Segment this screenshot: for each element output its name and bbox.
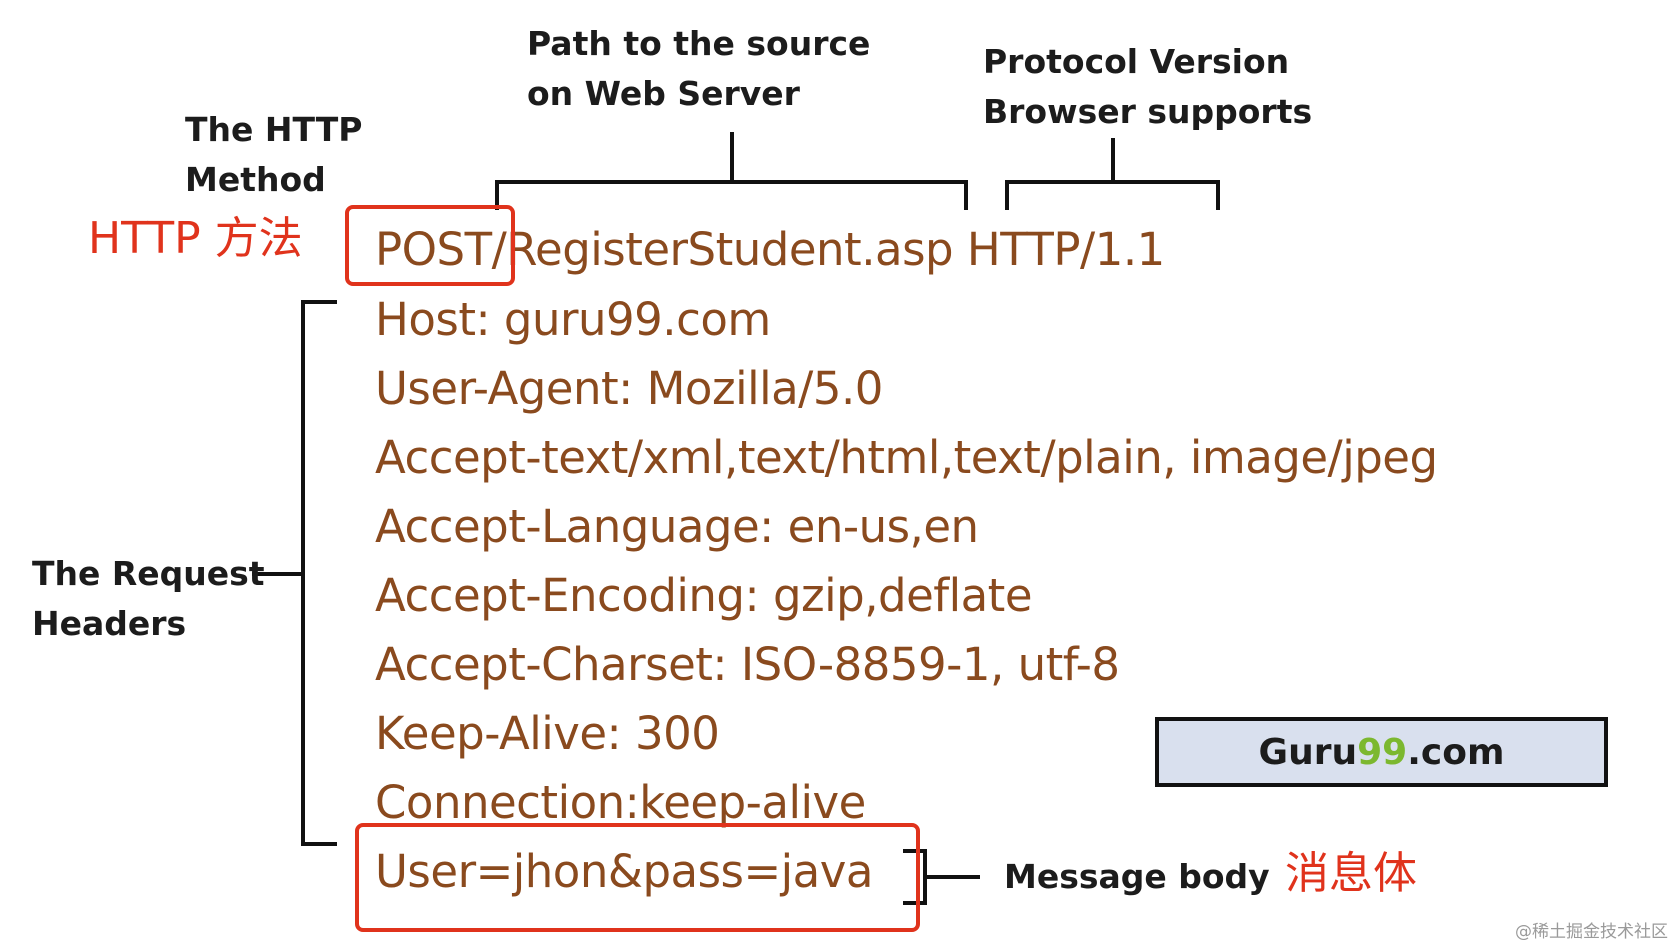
body-chinese-label: 消息体	[1285, 848, 1417, 899]
logo-suffix: .com	[1407, 731, 1505, 773]
header-line: Accept-Encoding: gzip,deflate	[375, 569, 1033, 622]
path-annotation: Path to the source on Web Server	[527, 19, 870, 119]
message-body: User=jhon&pass=java	[375, 845, 873, 898]
method-highlight-box	[345, 205, 515, 286]
path-bracket	[495, 132, 968, 210]
header-line: Accept-Charset: ISO-8859-1, utf-8	[375, 638, 1120, 691]
header-line: Connection:keep-alive	[375, 776, 866, 829]
headers-annotation: The Request Headers	[32, 549, 265, 649]
header-line: User-Agent: Mozilla/5.0	[375, 362, 883, 415]
headers-annotation-line-1: The Request	[32, 554, 265, 593]
request-method: POST	[375, 223, 492, 276]
watermark: @稀土掘金技术社区	[1515, 922, 1668, 942]
request-line: POST/RegisterStudent.asp HTTP/1.1	[375, 220, 1165, 280]
method-chinese-label: HTTP 方法	[88, 213, 303, 264]
header-line: Accept-text/xml,text/html,text/plain, im…	[375, 431, 1438, 484]
header-line: Keep-Alive: 300	[375, 707, 720, 760]
logo-number: 99	[1357, 731, 1408, 773]
headers-annotation-line-2: Headers	[32, 604, 187, 643]
headers-bracket	[292, 300, 337, 846]
header-line: Accept-Language: en-us,en	[375, 500, 979, 553]
protocol-annotation-line-2: Browser supports	[983, 92, 1313, 131]
logo-prefix: Guru	[1258, 731, 1358, 773]
request-protocol: HTTP/1.1	[966, 223, 1165, 276]
method-annotation: The HTTP Method	[185, 105, 362, 205]
body-highlight-box	[355, 823, 920, 932]
body-bracket	[903, 849, 938, 905]
request-path: /RegisterStudent.asp	[491, 223, 954, 276]
protocol-bracket	[1005, 138, 1220, 210]
method-annotation-line-1: The HTTP	[185, 110, 363, 149]
header-line: Host: guru99.com	[375, 293, 771, 346]
path-annotation-line-2: on Web Server	[527, 74, 800, 113]
body-annotation: Message body	[1004, 857, 1270, 896]
method-annotation-line-2: Method	[185, 160, 326, 199]
path-annotation-line-1: Path to the source	[527, 24, 871, 63]
protocol-annotation-line-1: Protocol Version	[983, 42, 1290, 81]
protocol-annotation: Protocol Version Browser supports	[983, 37, 1312, 137]
